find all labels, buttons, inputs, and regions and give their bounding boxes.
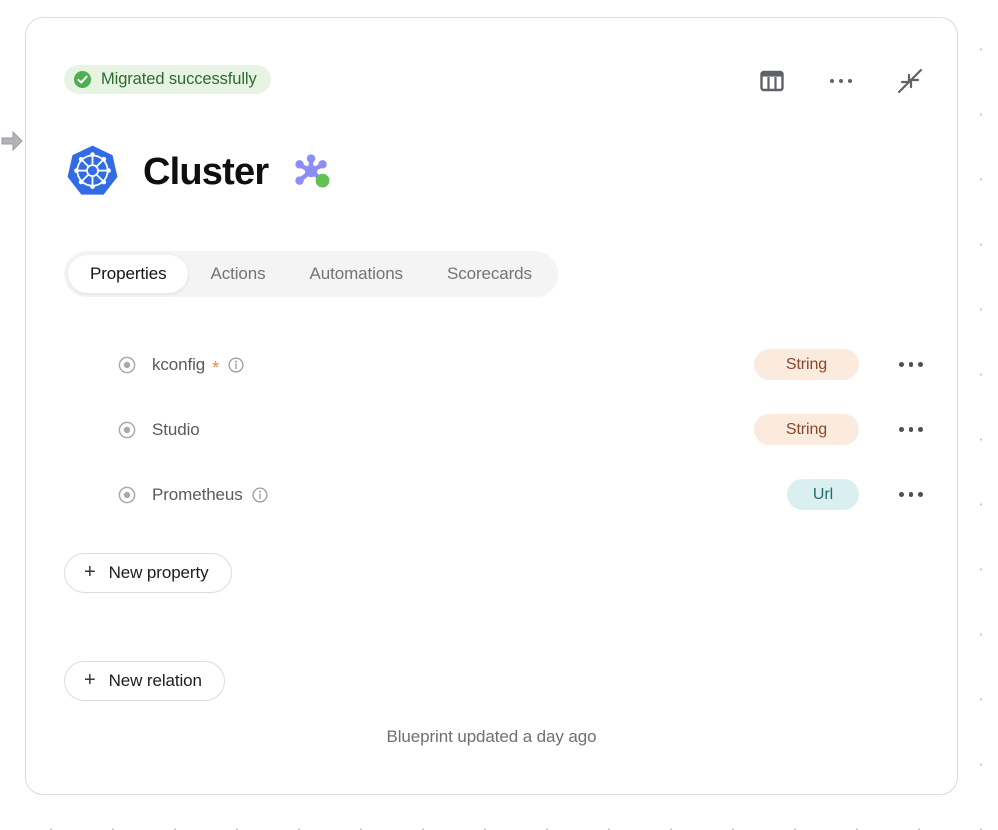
pointer-arrow-icon [1,130,23,152]
check-circle-icon [73,70,92,89]
new-relation-label: New relation [108,671,202,690]
property-name: kconfig [152,354,206,374]
property-name: Prometheus [152,484,243,504]
kubernetes-logo-icon [67,145,118,195]
required-marker: * [212,357,220,378]
tab-properties[interactable]: Properties [68,255,189,293]
property-actions: Url [787,479,931,511]
info-icon[interactable] [252,486,268,503]
property-type-icon [118,421,136,438]
row-more-options-icon[interactable] [891,349,931,381]
table-row[interactable]: Studio String [64,397,931,462]
plus-icon: + [84,561,96,583]
status-badge: Migrated successfully [64,65,271,94]
table-row[interactable]: kconfig * String [64,332,931,397]
property-info: Prometheus [64,485,787,505]
row-more-options-icon[interactable] [891,479,931,511]
property-type-badge: Url [787,479,859,510]
property-info: kconfig * [64,354,754,378]
ellipsis-glyph [899,427,923,432]
more-options-icon[interactable] [826,66,856,96]
info-icon[interactable] [228,356,244,373]
property-type-badge: String [754,414,859,445]
ellipsis-glyph [899,492,923,497]
collapse-icon[interactable] [895,66,925,96]
page-title: Cluster [143,150,269,193]
property-type-badge: String [754,349,859,380]
property-actions: String [754,414,931,446]
blueprint-card: Migrated successfully [25,17,958,795]
property-type-icon [118,486,136,503]
property-info: Studio [64,420,754,440]
tab-bar: Properties Actions Automations Scorecard… [64,251,558,297]
plus-icon: + [84,669,96,691]
tab-scorecards[interactable]: Scorecards [446,264,532,283]
new-property-label: New property [108,563,209,582]
tab-automations[interactable]: Automations [309,264,404,283]
row-more-options-icon[interactable] [891,414,931,446]
table-view-icon[interactable] [757,66,787,96]
property-actions: String [754,349,931,381]
new-relation-button[interactable]: + New relation [64,661,225,701]
table-row[interactable]: Prometheus Url [64,462,931,527]
blueprint-title-row: Cluster [64,143,335,200]
blueprint-updated-note: Blueprint updated a day ago [386,727,597,746]
property-type-icon [118,356,136,373]
card-header: Migrated successfully [26,18,957,136]
header-actions [757,66,925,96]
status-badge-label: Migrated successfully [101,70,257,88]
ellipsis-glyph [899,362,923,367]
properties-list: kconfig * String [64,332,931,527]
new-property-button[interactable]: + New property [64,553,232,593]
ellipsis-glyph [829,78,853,84]
tab-actions[interactable]: Actions [210,264,266,283]
node-graph-icon[interactable] [289,149,335,195]
property-name: Studio [152,419,200,439]
